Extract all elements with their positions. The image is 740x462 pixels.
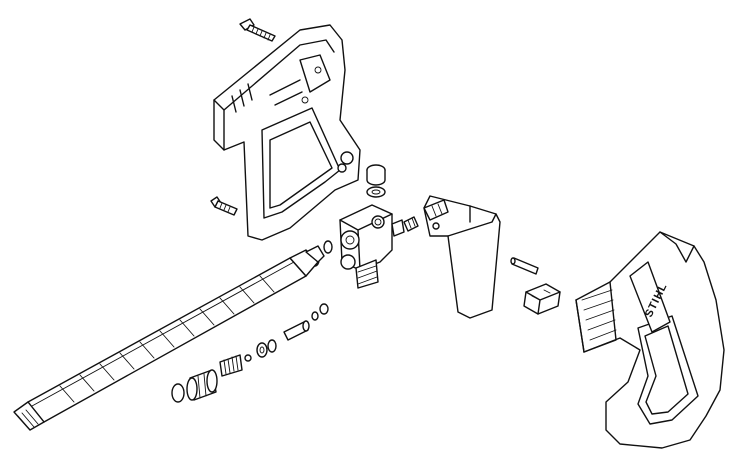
trigger-lever [423,195,501,319]
valve-body [339,204,405,289]
nozzle-parts [171,320,310,403]
left-handle-shell [213,24,361,241]
cap-and-seal [366,164,386,198]
pivot-pin [510,257,539,275]
right-handle-shell: STIHL [575,231,725,449]
safety-lock [523,283,561,315]
screw-top [239,18,276,42]
spray-lance [13,245,325,431]
screw-bottom [210,196,238,216]
